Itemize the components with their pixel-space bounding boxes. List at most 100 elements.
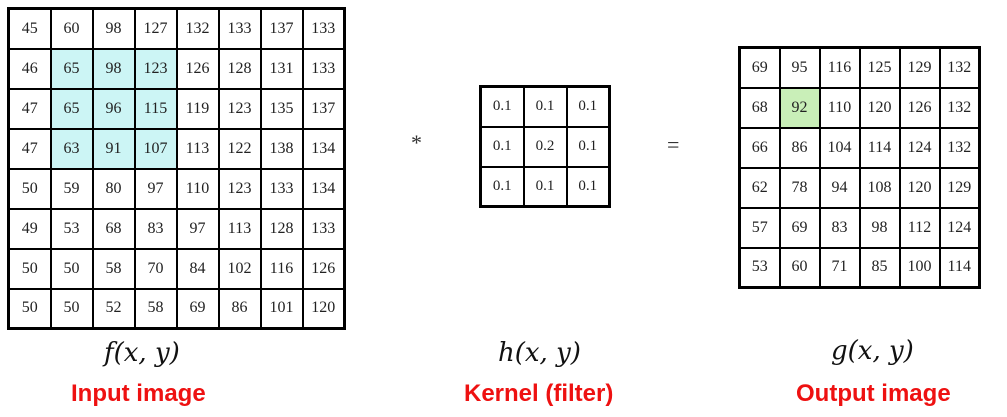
output-cell: 114 <box>938 246 981 289</box>
output-cell: 69 <box>738 46 781 89</box>
output-cell: 69 <box>778 206 821 249</box>
input-cell: 115 <box>133 87 178 130</box>
input-cell: 128 <box>217 47 262 90</box>
input-cell: 116 <box>259 247 304 290</box>
kernel-cell: 0.1 <box>479 165 525 208</box>
input-cell: 133 <box>301 47 346 90</box>
input-cell: 119 <box>175 87 220 130</box>
input-cell: 70 <box>133 247 178 290</box>
input-cell: 122 <box>217 127 262 170</box>
output-cell: 53 <box>738 246 781 289</box>
kernel-cell: 0.1 <box>522 85 568 128</box>
input-cell: 53 <box>49 207 94 250</box>
input-cell: 97 <box>175 207 220 250</box>
output-cell: 108 <box>858 166 901 209</box>
input-cell: 59 <box>49 167 94 210</box>
input-cell: 134 <box>301 127 346 170</box>
output-cell: 116 <box>818 46 861 89</box>
input-cell: 50 <box>49 247 94 290</box>
input-cell: 98 <box>91 7 136 50</box>
input-cell: 58 <box>133 287 178 330</box>
input-cell: 47 <box>7 127 52 170</box>
input-cell: 133 <box>217 7 262 50</box>
output-cell: 57 <box>738 206 781 249</box>
kernel-cell: 0.1 <box>565 85 611 128</box>
input-cell: 135 <box>259 87 304 130</box>
input-cell: 68 <box>91 207 136 250</box>
output-cell: 98 <box>858 206 901 249</box>
input-image-caption: Input image <box>71 380 206 407</box>
output-cell: 95 <box>778 46 821 89</box>
output-cell: 92 <box>778 86 821 129</box>
input-function-label: f(x, y) <box>104 338 180 368</box>
kernel-caption: Kernel (filter) <box>464 380 614 407</box>
output-cell: 86 <box>778 126 821 169</box>
input-cell: 120 <box>301 287 346 330</box>
input-cell: 126 <box>301 247 346 290</box>
input-cell: 126 <box>175 47 220 90</box>
output-cell: 66 <box>738 126 781 169</box>
output-cell: 132 <box>938 46 981 89</box>
output-cell: 124 <box>898 126 941 169</box>
convolution-operator: * <box>411 130 422 155</box>
output-cell: 124 <box>938 206 981 249</box>
kernel-cell: 0.1 <box>522 165 568 208</box>
output-cell: 112 <box>898 206 941 249</box>
input-cell: 137 <box>259 7 304 50</box>
input-cell: 132 <box>175 7 220 50</box>
input-cell: 107 <box>133 127 178 170</box>
output-cell: 83 <box>818 206 861 249</box>
input-cell: 133 <box>301 207 346 250</box>
output-cell: 71 <box>818 246 861 289</box>
equals-operator: = <box>667 132 680 157</box>
input-cell: 128 <box>259 207 304 250</box>
kernel-cell: 0.1 <box>565 165 611 208</box>
input-cell: 134 <box>301 167 346 210</box>
input-cell: 65 <box>49 47 94 90</box>
input-cell: 133 <box>301 7 346 50</box>
input-cell: 50 <box>7 247 52 290</box>
input-cell: 80 <box>91 167 136 210</box>
output-cell: 85 <box>858 246 901 289</box>
output-cell: 125 <box>858 46 901 89</box>
input-cell: 47 <box>7 87 52 130</box>
input-cell: 123 <box>133 47 178 90</box>
kernel-function-label: h(x, y) <box>498 338 581 368</box>
input-cell: 98 <box>91 47 136 90</box>
output-cell: 78 <box>778 166 821 209</box>
output-cell: 132 <box>938 126 981 169</box>
input-cell: 131 <box>259 47 304 90</box>
input-cell: 65 <box>49 87 94 130</box>
input-cell: 60 <box>49 7 94 50</box>
output-cell: 129 <box>938 166 981 209</box>
input-cell: 127 <box>133 7 178 50</box>
output-cell: 62 <box>738 166 781 209</box>
input-cell: 50 <box>7 287 52 330</box>
input-cell: 86 <box>217 287 262 330</box>
output-function-label: g(x, y) <box>831 336 914 366</box>
output-cell: 60 <box>778 246 821 289</box>
input-cell: 49 <box>7 207 52 250</box>
input-cell: 83 <box>133 207 178 250</box>
input-cell: 58 <box>91 247 136 290</box>
input-cell: 84 <box>175 247 220 290</box>
input-cell: 123 <box>217 87 262 130</box>
input-cell: 46 <box>7 47 52 90</box>
